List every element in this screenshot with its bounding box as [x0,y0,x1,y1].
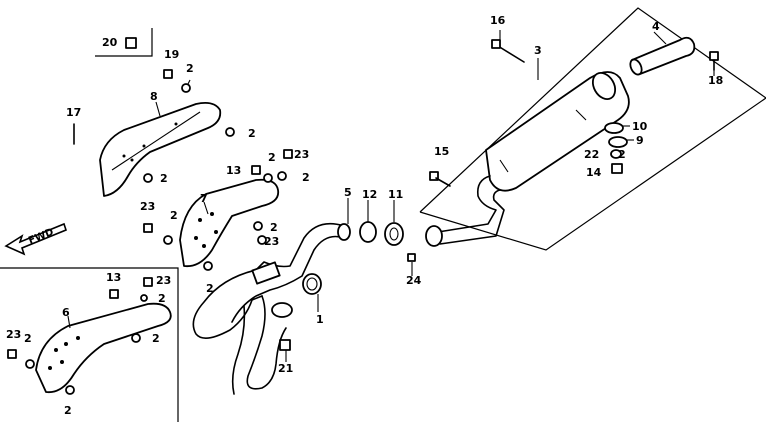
label-2f: 2 [170,209,178,222]
clamp-11 [384,222,404,246]
label-4: 4 [652,20,660,33]
bolt-18 [709,51,719,71]
label-18: 18 [708,74,723,87]
callout-labels: 1 2 2 2 2 2 2 2 2 2 2 2 2 2 3 4 5 6 7 8 … [6,14,723,417]
heat-shield-7 [179,178,280,268]
label-14: 14 [586,166,602,179]
bolt-24 [407,253,416,262]
lower-left-frame [0,267,179,422]
label-2m: 2 [618,148,626,161]
forward-arrow: FWD [4,222,67,256]
heat-shield-6 [35,302,172,394]
label-23d: 23 [156,274,171,287]
clamp-parts [604,122,628,174]
exhaust-pipe [192,222,351,395]
label-16: 16 [490,14,506,27]
label-2e: 2 [302,171,310,184]
label-11: 11 [388,188,403,201]
label-13a: 13 [226,164,241,177]
label-2b: 2 [248,127,256,140]
label-8: 8 [150,90,158,103]
label-13b: 13 [106,271,121,284]
label-19: 19 [164,48,179,61]
label-10: 10 [632,120,648,133]
label-23c: 23 [264,235,279,248]
label-2k: 2 [24,332,32,345]
label-20: 20 [102,36,118,49]
label-2a: 2 [186,62,194,75]
label-21: 21 [278,362,293,375]
label-2d: 2 [268,151,276,164]
gasket-12 [359,221,377,243]
label-2c: 2 [160,172,168,185]
label-24: 24 [406,274,422,287]
muffler-inlet-pipe [425,175,505,247]
gasket-1 [302,273,322,295]
label-9: 9 [636,134,644,147]
label-2h: 2 [206,282,214,295]
label-23a: 23 [294,148,309,161]
fwd-label: FWD [27,227,55,247]
label-2i: 2 [158,292,166,305]
label-7: 7 [200,192,208,205]
tail-pipe [629,36,696,76]
label-23e: 23 [6,328,21,341]
leader-lines [67,30,715,362]
nut-21 [279,339,291,351]
label-6: 6 [62,306,70,319]
label-22: 22 [584,148,599,161]
label-23b: 23 [140,200,155,213]
heat-shield-8 [99,101,222,197]
label-1: 1 [316,313,324,326]
label-15: 15 [434,145,449,158]
small-hardware [7,37,293,395]
bolt-16 [491,39,525,63]
muffler-group-frame [419,7,766,251]
label-5: 5 [344,186,352,199]
label-17: 17 [66,106,81,119]
label-3: 3 [534,44,542,57]
bolt-15 [429,171,451,187]
label-2l: 2 [64,404,72,417]
label-2g: 2 [270,221,278,234]
top-left-frame [95,28,153,57]
label-2j: 2 [152,332,160,345]
label-12: 12 [362,188,377,201]
